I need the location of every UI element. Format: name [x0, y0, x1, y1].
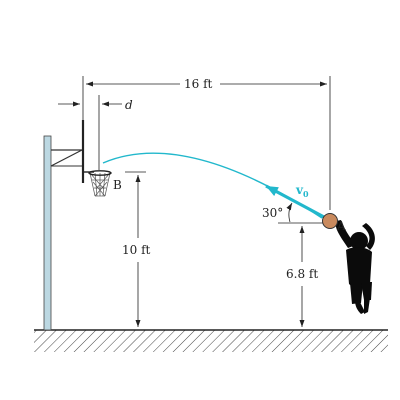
angle-label: 30° [262, 206, 283, 220]
ball-trajectory [102, 152, 323, 219]
release-height-dimension: 6.8 ft [286, 226, 318, 327]
velocity-symbol: v [295, 183, 304, 197]
point-b-label: B [113, 178, 122, 192]
velocity-vector [265, 184, 325, 219]
angle-arc [286, 202, 293, 223]
velocity-subscript: 0 [303, 189, 309, 199]
basketball [322, 213, 338, 229]
release-height-label: 6.8 ft [286, 267, 318, 281]
horizontal-distance-dimension: 16 ft [82, 76, 331, 210]
offset-label: d [125, 98, 133, 112]
hoop-structure [43, 120, 112, 331]
point-a-label: A [336, 219, 346, 233]
velocity-label: v0 [295, 183, 309, 199]
player-silhouette [335, 220, 375, 314]
offset-dimension: d [58, 95, 133, 170]
basket-net [89, 172, 111, 197]
rim-height-label: 10 ft [122, 243, 151, 257]
rim-height-dimension: 10 ft [122, 171, 151, 327]
support-arm-brace [50, 149, 83, 167]
ground-hatch [34, 330, 388, 352]
basket-rim [88, 170, 112, 176]
support-pole [43, 135, 52, 331]
horizontal-distance-label: 16 ft [184, 77, 213, 91]
ground [34, 329, 388, 352]
